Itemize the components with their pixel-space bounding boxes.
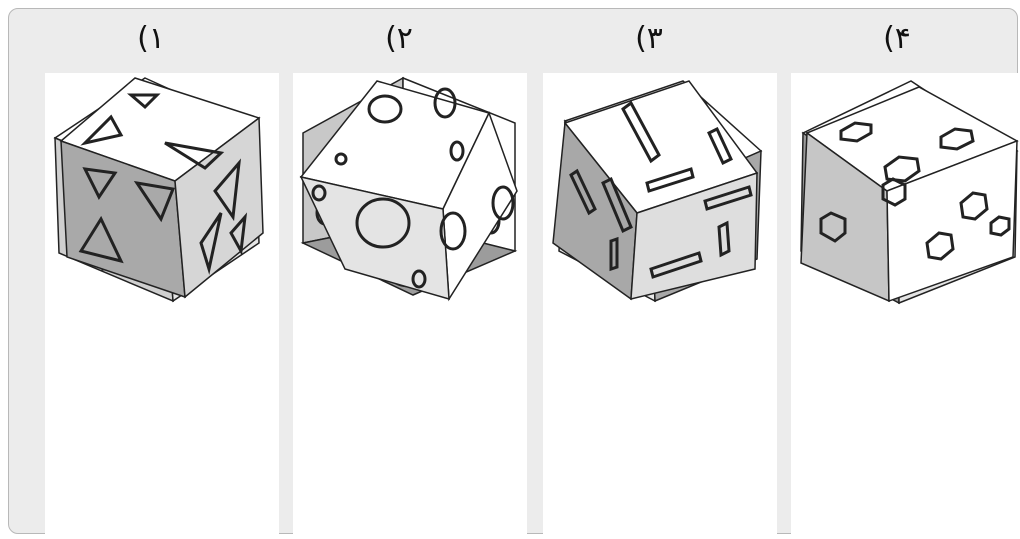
option-4-label[interactable]: ۴) bbox=[883, 21, 911, 56]
option-3-cube-bottom bbox=[552, 80, 759, 301]
option-2-cube-bottom bbox=[299, 80, 518, 302]
option-3-label[interactable]: ۳) bbox=[635, 21, 663, 56]
option-4-panel[interactable] bbox=[791, 73, 1020, 539]
options-frame: ۱) bbox=[8, 8, 1020, 539]
option-4-cube-bottom bbox=[800, 86, 1019, 303]
option-3-panel[interactable] bbox=[543, 73, 777, 539]
option-1-cube-bottom bbox=[59, 77, 264, 299]
option-1-panel[interactable] bbox=[45, 73, 279, 539]
option-1-label[interactable]: ۱) bbox=[137, 21, 165, 56]
option-2-panel[interactable] bbox=[293, 73, 527, 539]
option-2-label[interactable]: ۲) bbox=[385, 21, 413, 56]
